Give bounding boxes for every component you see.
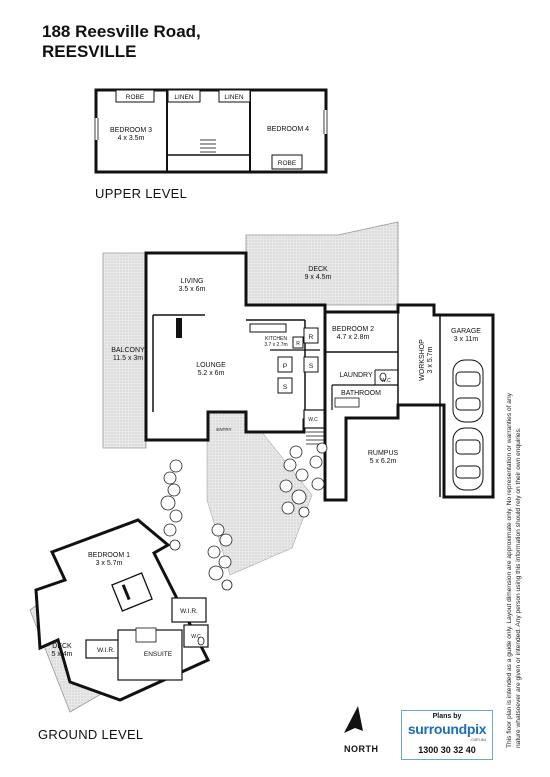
garden-trees	[160, 442, 328, 591]
room-dims-balcony: 11.5 x 3m	[113, 355, 143, 362]
property-title: 188 Reesville Road, REESVILLE	[42, 22, 201, 62]
room-label-robe: ROBE	[278, 160, 297, 167]
upper-level-label: UPPER LEVEL	[95, 186, 188, 201]
room-label-storage: S	[309, 363, 314, 370]
logo-brand: surroundpix	[407, 721, 487, 737]
room-label-laundry: LAUNDRY	[339, 372, 373, 379]
disclaimer-text: This floor plan is intended as a guide o…	[506, 393, 522, 748]
room-dims-bedroom-3: 4 x 3.5m	[118, 135, 145, 142]
room-label-rumpus: RUMPUS	[368, 450, 399, 457]
room-label-workshop: WORKSHOP	[419, 339, 426, 381]
room-label-wc: W.C	[308, 417, 318, 423]
room-dims-bedroom-2: 4.7 x 2.8m	[337, 334, 370, 341]
room-label-robe: R	[309, 334, 314, 341]
room-dims-deck: 9 x 4.5m	[305, 274, 332, 281]
room-label-bedroom-1: BEDROOM 1	[88, 552, 130, 559]
logo-phone: 1300 30 32 40	[418, 745, 476, 755]
room-label-shower: S	[283, 384, 288, 391]
property-address-line1: 188 Reesville Road,	[42, 22, 201, 41]
room-dims-lounge: 5.2 x 6m	[198, 370, 225, 377]
room-label-deck: DECK	[308, 266, 328, 273]
ground-level-label: GROUND LEVEL	[38, 727, 144, 742]
room-label-entry: ENTRY	[216, 427, 231, 432]
property-address-line2: REESVILLE	[42, 42, 137, 61]
room-dims-living: 3.5 x 6m	[179, 286, 206, 293]
room-dims-garage: 3 x 11m	[454, 336, 479, 343]
room-label-bedroom-4: BEDROOM 4	[267, 126, 309, 133]
room-label-lounge: LOUNGE	[196, 362, 226, 369]
room-label-deck: DECK	[52, 643, 72, 650]
room-label-kitchen: KITCHEN	[265, 336, 287, 342]
room-label-linen: LINEN	[174, 94, 193, 101]
north-label: NORTH	[344, 744, 379, 754]
room-label-wc: W.C	[381, 378, 391, 384]
logo-plans-by: Plans by	[432, 713, 462, 720]
room-label-bathroom: BATHROOM	[341, 390, 381, 397]
room-dims-kitchen: 3.7 x 2.7m	[264, 342, 287, 348]
surroundpix-logo: Plans by surroundpix .com.au 1300 30 32 …	[401, 710, 493, 760]
room-label-bedroom-3: BEDROOM 3	[110, 127, 152, 134]
room-label-robe: R	[296, 341, 300, 347]
upper-level-plan	[94, 88, 328, 174]
room-label-ensuite: ENSUITE	[144, 651, 173, 658]
room-dims-deck: 5 x 4m	[51, 651, 72, 658]
room-label-pantry: P	[283, 363, 287, 370]
room-label-robe: ROBE	[126, 94, 145, 101]
room-label-bedroom-2: BEDROOM 2	[332, 326, 374, 333]
room-dims-bedroom-1: 3 x 5.7m	[96, 560, 123, 567]
room-label-linen: LINEN	[224, 94, 243, 101]
room-label-living: LIVING	[181, 278, 204, 285]
room-dims-workshop: 3 x 5.7m	[427, 346, 434, 373]
room-label-wc: W.C	[191, 634, 201, 640]
logo-domain: .com.au	[469, 737, 486, 742]
ground-level-plan	[29, 221, 495, 733]
room-dims-rumpus: 5 x 6.2m	[370, 458, 397, 465]
room-label-garage: GARAGE	[451, 328, 481, 335]
room-label-balcony: BALCONY	[111, 347, 145, 354]
room-label-wir: W.I.R.	[180, 608, 198, 615]
room-label-wir: W.I.R.	[97, 647, 115, 654]
